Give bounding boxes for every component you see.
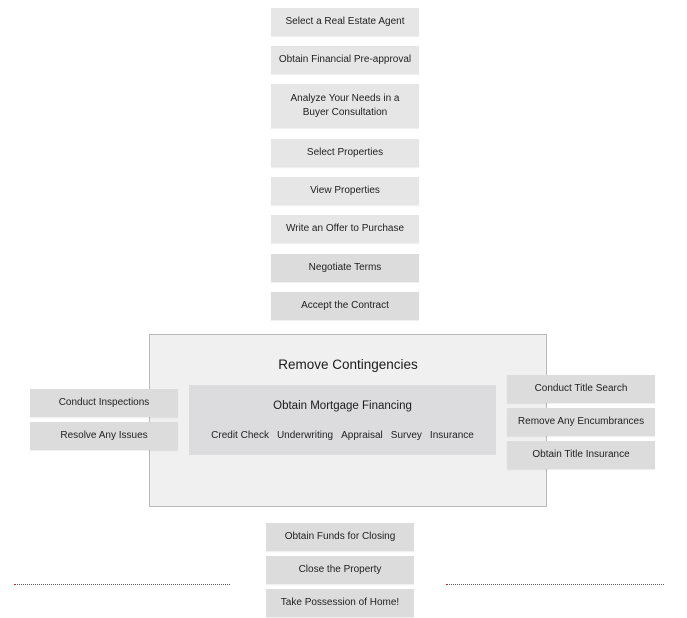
step-financial-preapproval: Obtain Financial Pre-approval [271, 46, 419, 74]
step-title-insurance: Obtain Title Insurance [507, 441, 655, 469]
divider-left [14, 584, 230, 585]
step-close-property: Close the Property [266, 556, 414, 584]
step-write-offer: Write an Offer to Purchase [271, 215, 419, 243]
step-remove-encumbrances: Remove Any Encumbrances [507, 408, 655, 436]
remove-contingencies-title: Remove Contingencies [278, 357, 418, 372]
step-label: Conduct Title Search [534, 383, 628, 394]
step-negotiate-terms: Negotiate Terms [271, 254, 419, 282]
step-label: Analyze Your Needs in a Buyer Consultati… [290, 93, 400, 118]
step-label: Negotiate Terms [308, 262, 382, 273]
step-label: View Properties [310, 185, 380, 196]
step-buyer-consultation: Analyze Your Needs in a Buyer Consultati… [271, 84, 419, 128]
step-obtain-funds: Obtain Funds for Closing [266, 523, 414, 551]
step-view-properties: View Properties [271, 177, 419, 205]
mortgage-financing-items: Credit Check Underwriting Appraisal Surv… [189, 430, 496, 441]
step-label: Obtain Title Insurance [532, 449, 630, 460]
step-label: Close the Property [298, 564, 382, 575]
mortgage-item-insurance: Insurance [429, 430, 474, 441]
mortgage-item-underwriting: Underwriting [276, 430, 334, 441]
step-label: Select a Real Estate Agent [285, 16, 405, 27]
step-take-possession: Take Possession of Home! [266, 589, 414, 617]
step-label: Accept the Contract [301, 300, 389, 311]
mortgage-item-appraisal: Appraisal [341, 430, 383, 441]
step-select-properties: Select Properties [271, 139, 419, 167]
step-label: Remove Any Encumbrances [517, 416, 645, 427]
step-conduct-inspections: Conduct Inspections [30, 389, 178, 417]
mortgage-financing-box: Obtain Mortgage Financing Credit Check U… [189, 385, 496, 455]
step-label: Select Properties [306, 147, 384, 158]
mortgage-item-survey: Survey [390, 430, 422, 441]
step-label: Obtain Funds for Closing [284, 531, 396, 542]
step-label: Conduct Inspections [58, 397, 150, 408]
step-accept-contract: Accept the Contract [271, 292, 419, 320]
mortgage-financing-title: Obtain Mortgage Financing [273, 400, 412, 412]
step-label: Take Possession of Home! [280, 597, 400, 608]
step-label: Obtain Financial Pre-approval [278, 54, 412, 65]
mortgage-item-credit-check: Credit Check [211, 430, 269, 441]
divider-right [446, 584, 664, 585]
remove-contingencies-box: Remove Contingencies Obtain Mortgage Fin… [149, 334, 547, 507]
step-label: Write an Offer to Purchase [285, 223, 405, 234]
step-title-search: Conduct Title Search [507, 375, 655, 403]
step-resolve-issues: Resolve Any Issues [30, 422, 178, 450]
step-label: Resolve Any Issues [60, 430, 148, 441]
step-select-agent: Select a Real Estate Agent [271, 8, 419, 36]
